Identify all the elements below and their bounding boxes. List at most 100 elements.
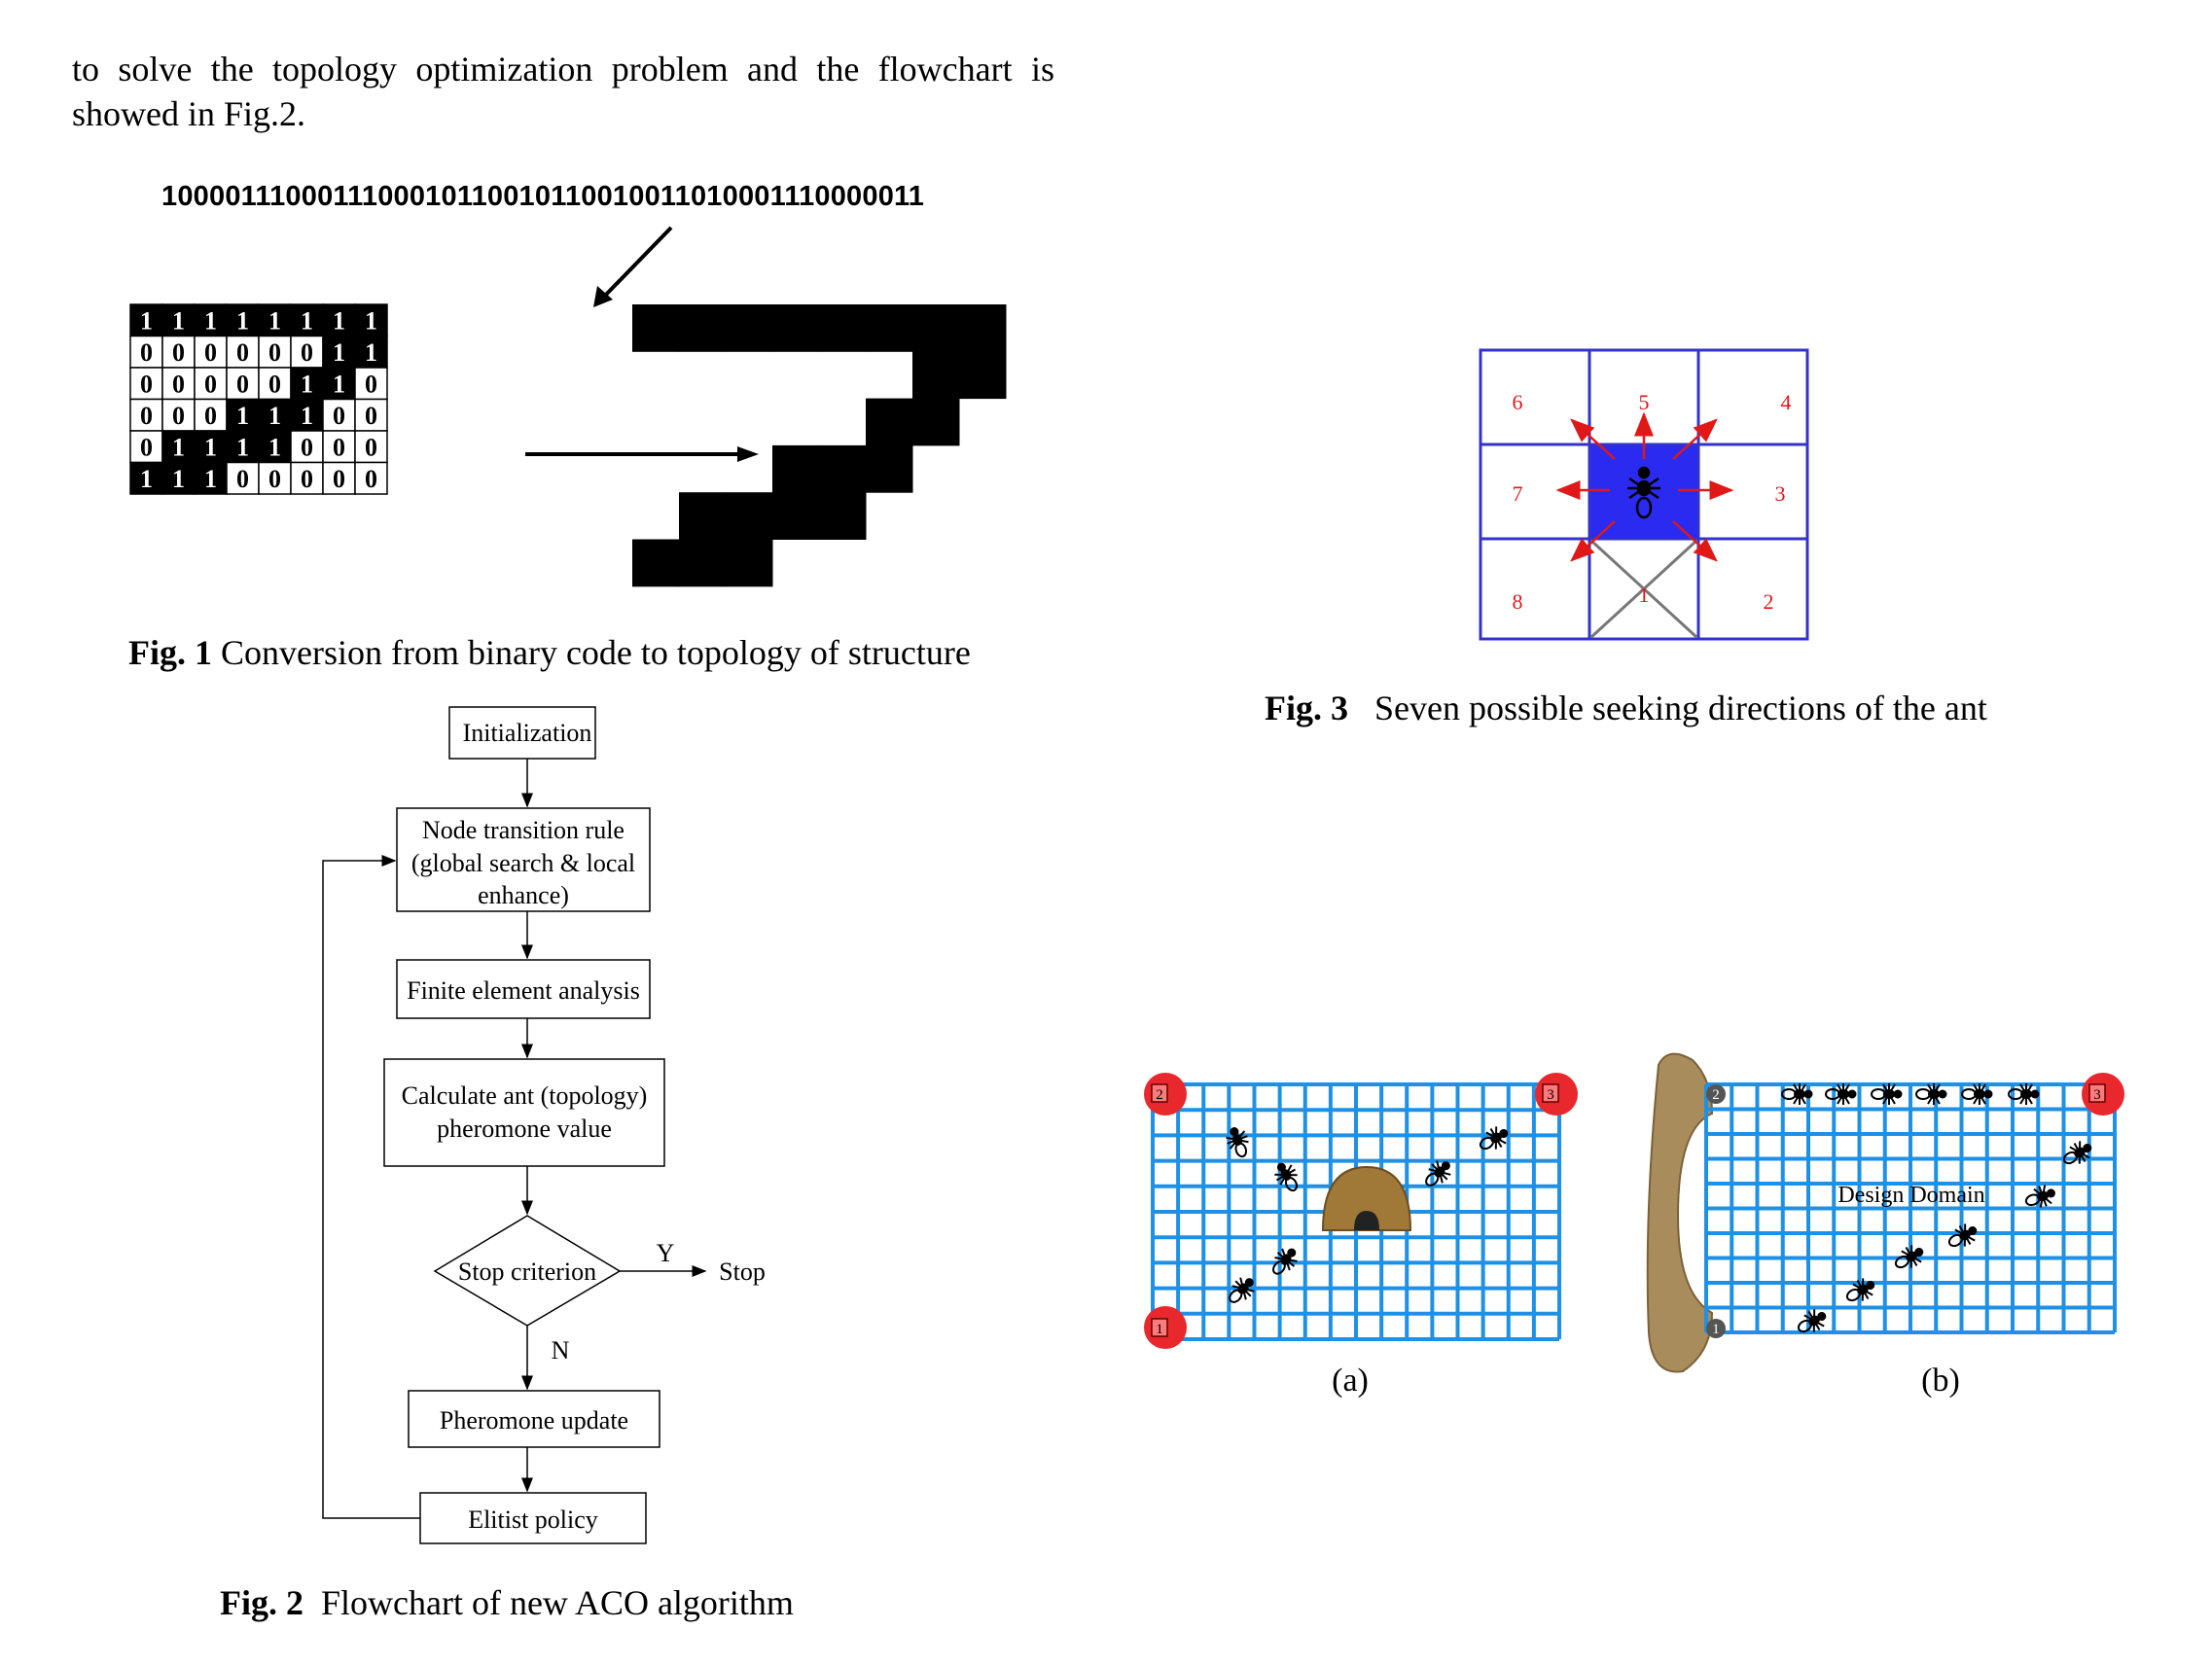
- matrix-cell-value: 1: [204, 465, 217, 493]
- matrix-cell-value: 1: [301, 306, 313, 335]
- topology-element: [679, 492, 727, 540]
- direction-label: 2: [1764, 589, 1774, 614]
- matrix-cell-value: 0: [236, 370, 249, 398]
- matrix-cell-value: 1: [140, 465, 153, 493]
- fc-yes-label: Y: [657, 1239, 675, 1267]
- matrix-cell: [290, 430, 324, 464]
- ant-icon: [1274, 1162, 1299, 1192]
- matrix-cell: [161, 303, 196, 337]
- matrix-cell: [354, 461, 388, 495]
- matrix-cell: [322, 461, 356, 495]
- fig4-panel-a-ants: [1226, 1126, 1509, 1303]
- matrix-cell: [194, 335, 228, 369]
- fc-elitist-label: Elitist policy: [468, 1506, 598, 1534]
- fig3-caption-text: Seven possible seeking directions of the…: [1374, 689, 1987, 727]
- matrix-cell-value: 1: [301, 370, 313, 398]
- matrix-cell-value: 0: [301, 433, 313, 461]
- matrix-cell-value: 0: [236, 338, 249, 367]
- matrix-cell-value: 0: [204, 370, 217, 398]
- ant-icon: [1479, 1126, 1509, 1151]
- node-initialization: [448, 706, 596, 760]
- topology-element: [912, 351, 960, 400]
- fig1-caption-text: Conversion from binary code to topology …: [221, 633, 971, 672]
- panel-a-label: (a): [1332, 1363, 1369, 1399]
- matrix-cell-value: 0: [172, 402, 185, 430]
- direction-label: 8: [1513, 589, 1523, 614]
- topology-element: [819, 304, 867, 352]
- ant-icon: [1871, 1083, 1903, 1105]
- matrix-cell-value: 0: [365, 370, 377, 398]
- direction-label: 7: [1513, 481, 1523, 506]
- direction-label: 4: [1781, 390, 1792, 414]
- direction-label: 5: [1639, 390, 1650, 414]
- direction-label: 3: [1775, 481, 1786, 506]
- topology-element: [726, 539, 773, 587]
- fig2-caption: Fig. 2 Flowchart of new ACO algorithm: [220, 1582, 794, 1623]
- matrix-cell-value: 0: [333, 433, 345, 461]
- fig1-caption: Fig. 1 Conversion from binary code to to…: [128, 632, 971, 673]
- matrix-cell-value: 1: [365, 338, 377, 367]
- matrix-cell: [290, 398, 324, 432]
- ant-icon: [1797, 1309, 1827, 1333]
- matrix-cell: [258, 398, 292, 432]
- ant-icon: [1272, 1248, 1298, 1275]
- ant-icon: [1226, 1127, 1249, 1158]
- topology-element: [912, 304, 960, 352]
- fc-init-label: Initialization: [463, 719, 592, 747]
- matrix-cell-value: 1: [172, 465, 185, 493]
- matrix-cell: [129, 335, 163, 369]
- ant-icon: [1915, 1083, 1947, 1105]
- matrix-cell-value: 0: [204, 402, 217, 430]
- matrix-cell: [258, 430, 292, 464]
- matrix-cell-value: 0: [268, 370, 281, 398]
- topology-element: [679, 539, 727, 587]
- matrix-cell-value: 0: [140, 338, 153, 367]
- ant-icon: [1229, 1277, 1255, 1303]
- matrix-cell: [322, 335, 356, 369]
- topology-element: [632, 539, 680, 587]
- panel-a-node-3: 3: [1547, 1087, 1554, 1103]
- fc-stop-criterion-label: Stop criterion: [458, 1258, 596, 1286]
- ant-icon: [1425, 1160, 1451, 1187]
- fc-transition-line3: enhance): [478, 881, 569, 909]
- edge-loop-back: [322, 855, 420, 1519]
- matrix-cell: [226, 430, 260, 464]
- panel-b-node-3: 3: [2093, 1087, 2101, 1103]
- matrix-cell-value: 1: [333, 306, 345, 335]
- ant-icon: [1845, 1278, 1875, 1302]
- topology-element: [772, 492, 820, 540]
- panel-b-node-2: 2: [1712, 1087, 1720, 1103]
- matrix-cell-value: 0: [140, 402, 153, 430]
- topology-element: [772, 304, 820, 352]
- direction-label: 1: [1639, 583, 1650, 607]
- fig1-bitstring: 1000011100011100010110010110010011010001…: [161, 181, 925, 212]
- ant-icon: [1947, 1223, 1978, 1248]
- matrix-cell-value: 1: [204, 306, 217, 335]
- fc-no-label: N: [552, 1336, 570, 1364]
- fig3-grid-border: [1479, 348, 1809, 641]
- matrix-cell-value: 0: [268, 465, 281, 493]
- matrix-cell-value: 0: [301, 465, 313, 493]
- fig3-direction-arrows: [1555, 411, 1734, 562]
- matrix-cell: [161, 430, 196, 464]
- matrix-cell-value: 1: [365, 306, 377, 335]
- fc-stop-label: Stop: [719, 1258, 766, 1286]
- matrix-cell-value: 1: [204, 433, 217, 461]
- matrix-cell-value: 1: [140, 306, 153, 335]
- fig4-panel-b-grid: [1704, 1082, 2117, 1334]
- fig2-caption-text: Flowchart of new ACO algorithm: [321, 1583, 794, 1622]
- panel-a-node-1: 1: [1156, 1322, 1163, 1337]
- intro-paragraph: to solve the topology optimization probl…: [72, 50, 1054, 133]
- design-domain-label: Design Domain: [1837, 1183, 1984, 1208]
- ant-icon: [2008, 1083, 2040, 1105]
- matrix-cell-value: 0: [365, 433, 377, 461]
- topology-element: [819, 492, 867, 540]
- topology-element: [726, 492, 773, 540]
- panel-a-node-2: 2: [1156, 1087, 1163, 1103]
- matrix-cell-value: 1: [333, 338, 345, 367]
- matrix-cell-value: 1: [333, 370, 345, 398]
- direction-label: 6: [1513, 390, 1523, 414]
- topology-element: [772, 444, 820, 493]
- matrix-cell-value: 0: [172, 370, 185, 398]
